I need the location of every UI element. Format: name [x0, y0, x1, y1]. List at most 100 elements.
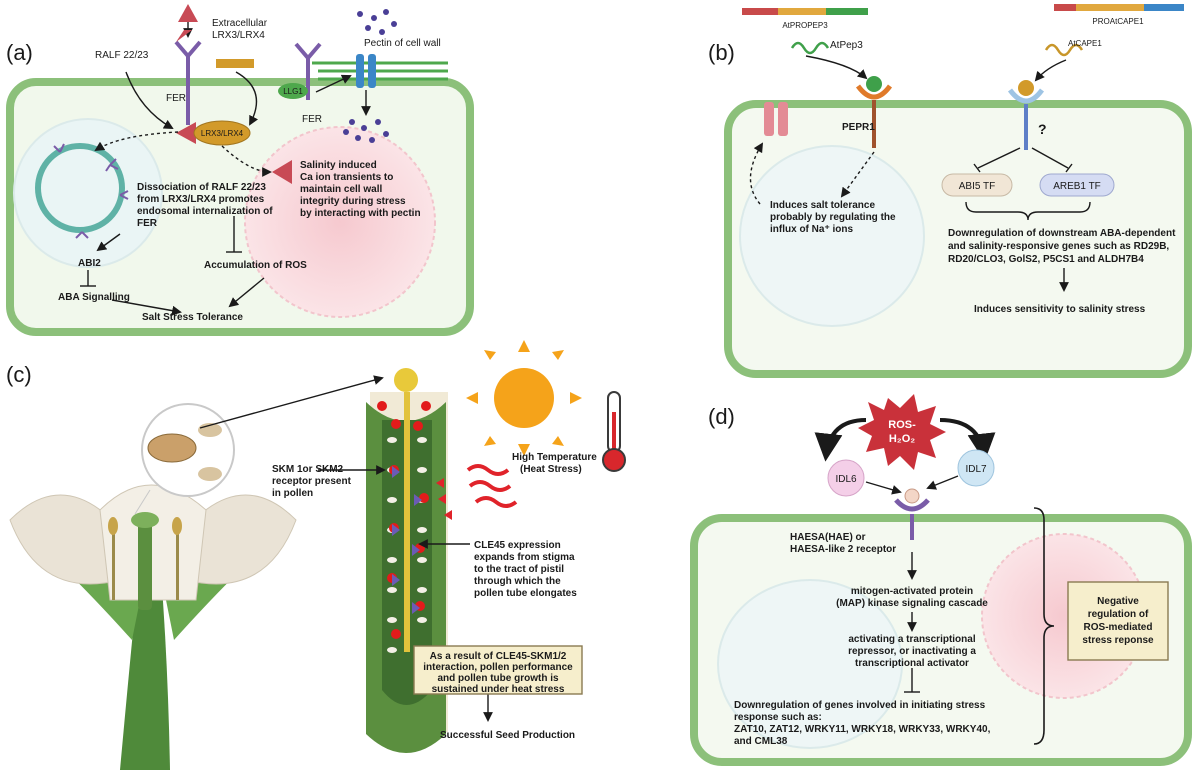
svg-text:High Temperature: High Temperature — [512, 452, 597, 463]
svg-text:through which the: through which the — [474, 576, 561, 587]
abi5-label: ABI5 TF — [959, 181, 996, 192]
negative-regulation-text: Negative regulation of ROS-mediated stre… — [1082, 596, 1154, 646]
negative-regulation-box — [1067, 581, 1169, 661]
endosome — [35, 143, 125, 233]
svg-text:mitogen-activated protein: mitogen-activated protein — [851, 586, 973, 597]
pistil-icon — [366, 368, 448, 753]
svg-text:As a result of CLE45-SKM1/2: As a result of CLE45-SKM1/2 — [430, 651, 567, 662]
svg-text:Negative: Negative — [1097, 596, 1139, 607]
llg1-icon — [278, 83, 308, 99]
svg-text:RD20/CLO3, GolS2, P5CS1 and AL: RD20/CLO3, GolS2, P5CS1 and ALDH7B4 — [948, 254, 1144, 265]
ca-ions-outside — [357, 9, 397, 35]
svg-text:HAESA(HAE) or: HAESA(HAE) or — [790, 532, 866, 543]
svg-text:transcriptional activator: transcriptional activator — [855, 658, 969, 669]
propep-bar — [742, 8, 778, 15]
svg-text:ROS-mediated: ROS-mediated — [1084, 622, 1153, 633]
abi2-label: ABI2 — [78, 258, 101, 269]
pectin-fibers — [312, 61, 448, 81]
haesa-text: HAESA(HAE) or HAESA-like 2 receptor — [790, 532, 896, 555]
svg-text:maintain cell wall: maintain cell wall — [300, 184, 382, 195]
svg-text:and CML38: and CML38 — [734, 736, 788, 747]
ralf-label: RALF 22/23 — [95, 50, 149, 61]
endosome-fer-icon — [105, 158, 119, 172]
thermometer-icon — [602, 391, 626, 472]
svg-text:interaction, pollen performanc: interaction, pollen performance — [423, 662, 573, 673]
ca-ions-inside — [343, 119, 389, 143]
svg-text:Induces salt tolerance: Induces salt tolerance — [770, 200, 875, 211]
endosome-fer-icon — [53, 143, 65, 153]
areb1-label: AREB1 TF — [1053, 181, 1101, 192]
svg-text:probably by regulating the: probably by regulating the — [770, 212, 896, 223]
ralf-triangle-icon — [178, 4, 198, 22]
salt-label: Salt Stress Tolerance — [142, 312, 243, 323]
svg-text:Downregulation of downstream A: Downregulation of downstream ABA-depende… — [948, 228, 1176, 239]
salinity-text: Salinity induced Ca ion transients to ma… — [300, 160, 421, 219]
haesa-receptor-icon — [894, 498, 930, 512]
svg-text:sustained under heat stress: sustained under heat stress — [432, 684, 565, 695]
propep-label: AtPROPEP3 — [782, 21, 828, 30]
ralf-bound-icon — [176, 122, 196, 144]
svg-text:ZAT10, ZAT12, WRKY11, WRKY18,: ZAT10, ZAT12, WRKY11, WRKY18, WRKY33, WR… — [734, 724, 991, 735]
idl7-label: IDL7 — [965, 464, 987, 475]
ros-label: Accumulation of ROS — [204, 260, 307, 271]
fer-top-label: FER — [166, 93, 186, 104]
svg-text:from LRX3/LRX4 promotes: from LRX3/LRX4 promotes — [137, 194, 265, 205]
lrx-label: LRX3/LRX4 — [201, 129, 244, 138]
sensitivity-label: Induces sensitivity to salinity stress — [974, 304, 1146, 315]
high-temp-text: High Temperature (Heat Stress) — [512, 452, 597, 475]
vacuole-b — [739, 145, 925, 327]
panel-a: (a) — [6, 4, 474, 336]
pectin-label: Pectin of cell wall — [364, 38, 441, 49]
ros-burst-icon — [858, 394, 946, 470]
atpep3-label: AtPep3 — [830, 40, 863, 51]
result-box — [413, 645, 583, 695]
pepr1-label: PEPR1 — [842, 122, 875, 133]
svg-text:(Heat Stress): (Heat Stress) — [520, 464, 582, 475]
pepr1-receptor-icon — [855, 84, 893, 100]
atcape1-peptide-icon — [1044, 43, 1084, 57]
na-channel-icon — [764, 102, 774, 136]
induces-salt-text: Induces salt tolerance probably by regul… — [770, 200, 896, 235]
heat-waves-icon — [466, 464, 518, 508]
dissociation-text: Dissociation of RALF 22/23 from LRX3/LRX… — [137, 182, 273, 229]
svg-text:endosomal internalization of: endosomal internalization of — [137, 206, 273, 217]
activating-text: activating a transcriptional repressor, … — [848, 634, 976, 669]
panel-c: (c) — [6, 340, 626, 770]
svg-text:SKM 1or SKM2: SKM 1or SKM2 — [272, 464, 344, 475]
result-text: As a result of CLE45-SKM1/2 interaction,… — [423, 651, 573, 695]
panel-b-label: (b) — [708, 40, 735, 65]
cle45-text: CLE45 expression expands from stigma to … — [474, 540, 577, 599]
atpep3-peptide-icon — [790, 41, 830, 55]
downregulation-b-text: Downregulation of downstream ABA-depende… — [948, 228, 1176, 265]
ros-label: ROS- — [888, 419, 916, 431]
llg1-label: LLG1 — [283, 87, 303, 96]
svg-text:influx of Na⁺ ions: influx of Na⁺ ions — [770, 224, 853, 235]
seed-label: Successful Seed Production — [440, 730, 575, 741]
panel-d-label: (d) — [708, 404, 735, 429]
downregulation-d-text: Downregulation of genes involved in init… — [734, 700, 991, 747]
fer-right-label: FER — [302, 114, 322, 125]
areb1-tf-icon — [1039, 173, 1115, 197]
svg-text:Salinity induced: Salinity induced — [300, 160, 377, 171]
abi5-tf-icon — [941, 173, 1013, 197]
atcape1-label: AtCAPE1 — [1068, 39, 1102, 48]
skm-text: SKM 1or SKM2 receptor present in pollen — [272, 464, 352, 499]
map-text: mitogen-activated protein (MAP) kinase s… — [836, 586, 988, 609]
svg-text:CLE45 expression: CLE45 expression — [474, 540, 561, 551]
svg-text:pollen tube elongates: pollen tube elongates — [474, 588, 577, 599]
idl6-icon — [827, 459, 865, 497]
pep3-ligand-icon — [866, 76, 882, 92]
svg-text:HAESA-like 2 receptor: HAESA-like 2 receptor — [790, 544, 896, 555]
svg-text:and salinity-responsive genes: and salinity-responsive genes such as RD… — [948, 241, 1169, 252]
svg-text:Ca ion transients to: Ca ion transients to — [300, 172, 393, 183]
svg-text:to the tract of pistil: to the tract of pistil — [474, 564, 564, 575]
panel-b: (b) ABI5 TF AREB1 — [708, 4, 1192, 378]
lrx-extracellular-icon — [216, 59, 254, 68]
svg-text:by interacting with pectin: by interacting with pectin — [300, 208, 421, 219]
lrx-complex-icon — [193, 120, 251, 146]
endosome-fer-icon — [75, 231, 89, 239]
svg-text:(MAP) kinase signaling cascade: (MAP) kinase signaling cascade — [836, 598, 988, 609]
svg-text:repressor, or inactivating a: repressor, or inactivating a — [848, 646, 976, 657]
vacuole-d — [717, 579, 903, 749]
